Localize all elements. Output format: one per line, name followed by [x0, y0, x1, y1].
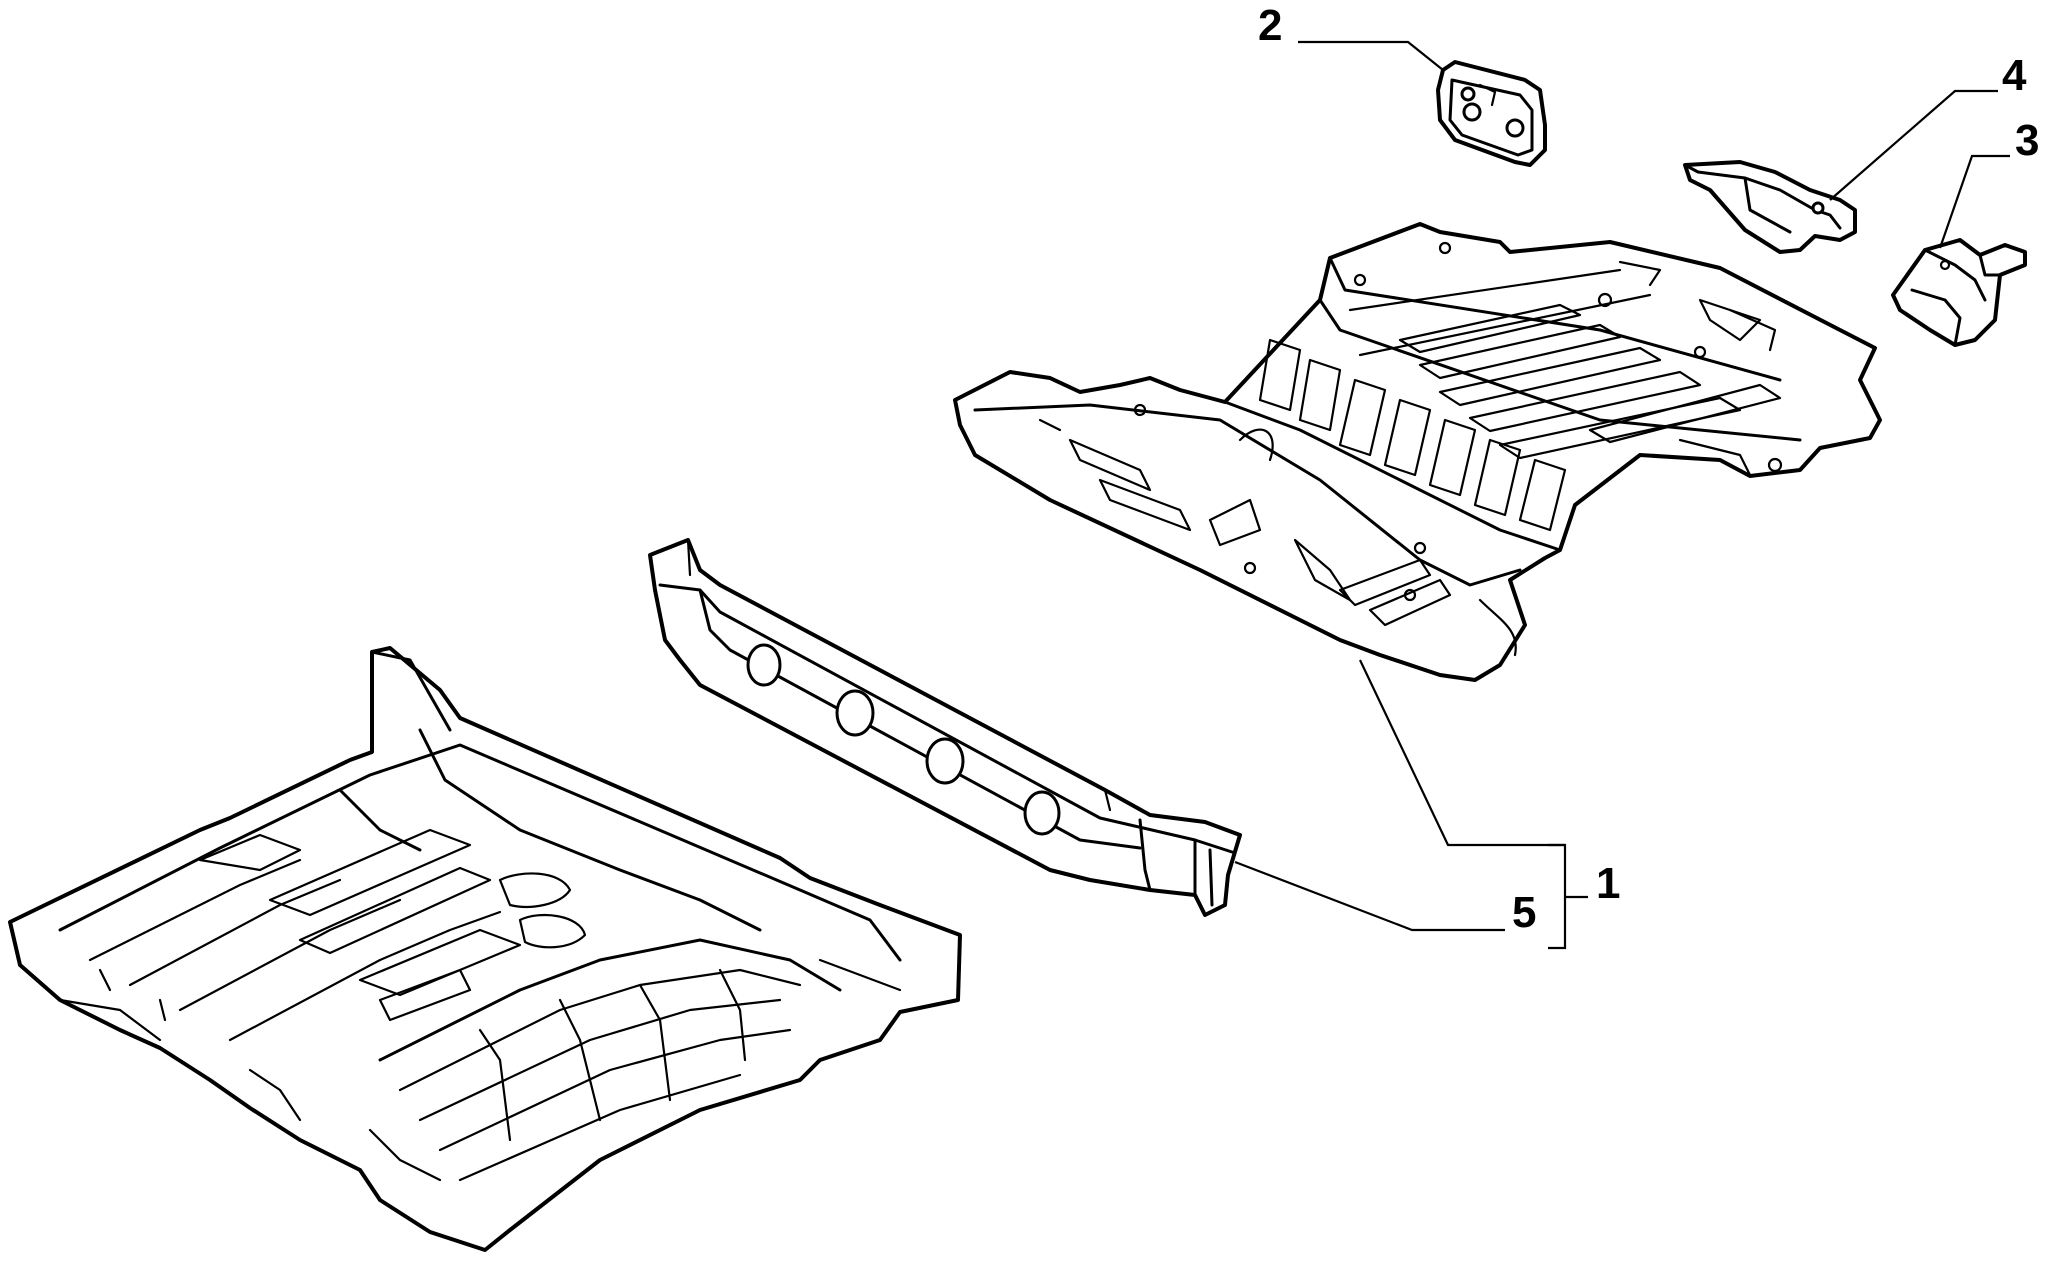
- callout-labels: 2 4 3 1 5: [1258, 1, 2039, 937]
- callout-5: 5: [1512, 888, 1536, 937]
- callout-2: 2: [1258, 1, 1282, 50]
- mounting-plate: [1436, 60, 1547, 167]
- leader-1: [1359, 659, 1565, 847]
- plate-hole-2: [1462, 102, 1482, 122]
- group-bracket: [1548, 843, 1567, 950]
- cross-member-hole-4: [1023, 790, 1061, 836]
- plate-hole-3: [1505, 118, 1525, 138]
- plate-hole-1: [1460, 86, 1476, 102]
- cross-member-hole-3: [925, 737, 965, 785]
- rear-floor-panel: [953, 222, 1882, 682]
- leader-3: [1938, 154, 2010, 249]
- bracket-4: [1683, 160, 1857, 254]
- leader-4: [1829, 89, 1998, 201]
- leader-2: [1298, 40, 1444, 71]
- leader-5: [1234, 860, 1505, 932]
- callout-3: 3: [2015, 116, 2039, 165]
- callout-1: 1: [1596, 859, 1620, 908]
- cross-member: [648, 538, 1242, 917]
- cross-member-hole-1: [746, 643, 782, 687]
- front-floor-panel: [8, 646, 962, 1252]
- callout-4: 4: [2002, 51, 2027, 100]
- cross-member-hole-2: [835, 689, 875, 737]
- bracket-3: [1891, 238, 2027, 347]
- leader-lines: [1234, 40, 2010, 950]
